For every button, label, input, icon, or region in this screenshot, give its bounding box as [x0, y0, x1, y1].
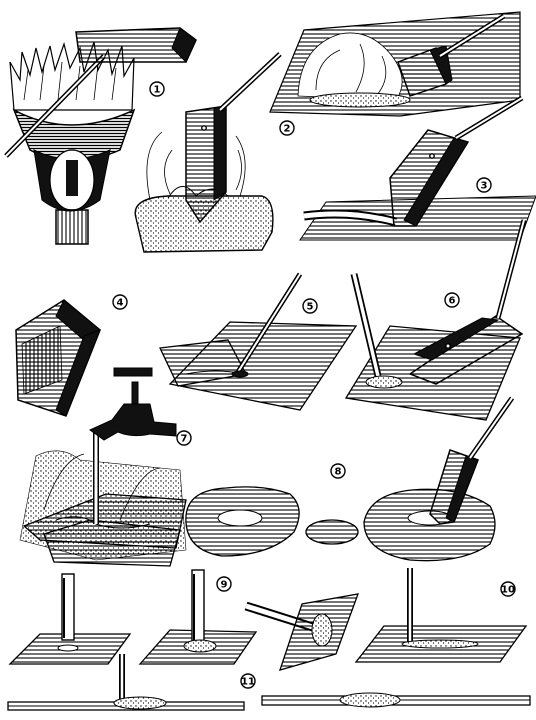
figure-10-number: 10 [501, 585, 515, 596]
figure-4-number-circle [112, 294, 128, 310]
figure-11-joined-rods: 11 [7, 654, 531, 711]
figure-3-number: 3 [481, 181, 488, 192]
figure-5-number: 5 [307, 302, 314, 313]
figure-4-tinned-bit: 4 [15, 294, 128, 417]
figure-2-iron-on-block: 2 [134, 52, 295, 253]
figure-11-number-circle [240, 673, 256, 689]
figure-1-number-circle [149, 81, 165, 97]
figure-9-number-circle [216, 576, 232, 592]
figure-3-number-circle [476, 177, 492, 193]
salammoniac-block [134, 195, 274, 253]
figure-7-number: 7 [181, 434, 188, 445]
figure-11-number: 11 [241, 677, 255, 688]
figure-5-number-circle [302, 298, 318, 314]
figure-2-number-circle [279, 120, 295, 136]
figure-6-number-circle [444, 292, 460, 308]
figure-3-iron-on-rod: 3 [299, 95, 536, 241]
figure-10-number-circle [500, 581, 516, 597]
figure-6-soldering-joint: 6 [344, 219, 527, 421]
figure-1-number: 1 [154, 85, 161, 96]
figure-9-number: 9 [221, 580, 228, 591]
figure-5-tinning-plate: 5 [159, 272, 358, 411]
figure-7-tap-cooling: 7 [19, 367, 192, 567]
figure-4-number: 4 [117, 298, 124, 309]
figure-2-iron-in-flame [269, 11, 521, 117]
figure-2-number: 2 [284, 124, 291, 135]
figure-9-stems-on-plates: 9 [8, 569, 258, 665]
figure-10-stem-through-plate: 10 [244, 568, 528, 671]
figure-6-number: 6 [449, 296, 456, 307]
figure-8-number-circle [330, 463, 346, 479]
figure-1-blowlamp-heating-iron: 1 [4, 27, 197, 245]
figure-8-solder-puddles: 8 [185, 396, 515, 562]
figure-8-number: 8 [335, 467, 342, 478]
figure-7-number-circle [176, 430, 192, 446]
